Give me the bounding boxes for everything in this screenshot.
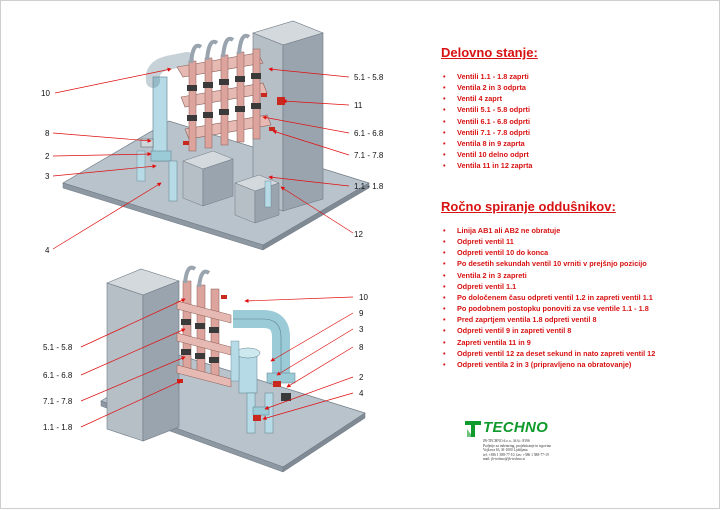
bottom-label-10: 10 xyxy=(359,293,368,302)
list-item: Odpreti ventil 1.1 xyxy=(441,281,655,292)
company-line: tel: +386 1 588-77-10, fax: +386 1 588-7… xyxy=(483,452,549,457)
operating-state-list: Ventili 1.1 - 1.8 zaprti Ventila 2 in 3 … xyxy=(441,71,532,172)
top-label-4: 4 xyxy=(45,246,50,255)
company-logo: TECHNO JB-TECHNO d.o.o., Id.št.: 8396 Po… xyxy=(463,419,583,469)
list-item: Ventila 2 in 3 odprta xyxy=(441,82,532,93)
bottom-label-4: 4 xyxy=(359,389,364,398)
bottom-concrete-pillar xyxy=(106,268,180,442)
list-item: Po podobnem postopku ponoviti za vse ven… xyxy=(441,303,655,314)
top-label-10: 10 xyxy=(41,89,50,98)
bottom-manifold xyxy=(176,265,232,388)
list-item: Ventili 5.1 - 5.8 odprti xyxy=(441,104,532,115)
top-label-11: 11 xyxy=(354,101,363,110)
top-label-6: 6.1 - 6.8 xyxy=(354,129,384,138)
logo-mark-icon xyxy=(465,421,481,437)
list-item: Ventili 1.1 - 1.8 zaprti xyxy=(441,71,532,82)
bottom-callout-labels: 10 9 3 8 2 4 5.1 - 5.8 6.1 - 6.8 7.1 - 7… xyxy=(43,293,368,432)
logo-wordmark: TECHNO xyxy=(483,419,549,436)
company-address: JB-TECHNO d.o.o., Id.št.: 8396 Podjetje … xyxy=(483,439,551,462)
bottom-label-5: 5.1 - 5.8 xyxy=(43,343,73,352)
list-item: Ventili 6.1 - 6.8 odprti xyxy=(441,116,532,127)
list-item: Ventil 10 delno odprt xyxy=(441,149,532,160)
bottom-label-1: 1.1 - 1.8 xyxy=(43,423,73,432)
top-isometric-view: 10 8 2 3 4 5.1 - 5.8 11 6.1 - 6.8 7.1 - … xyxy=(41,20,384,255)
top-callout-labels: 10 8 2 3 4 5.1 - 5.8 11 6.1 - 6.8 7.1 - … xyxy=(41,73,384,255)
list-item: Po desetih sekundah ventil 10 vrniti v p… xyxy=(441,258,655,269)
list-item: Linija AB1 ali AB2 ne obratuje xyxy=(441,225,655,236)
list-item: Ventil 4 zaprt xyxy=(441,93,532,104)
list-item: Odpreti ventil 9 in zapreti ventil 8 xyxy=(441,325,655,336)
bottom-label-8: 8 xyxy=(359,343,364,352)
list-item: Odpreti ventil 10 do konca xyxy=(441,247,655,258)
list-item: Ventili 7.1 - 7.8 odprti xyxy=(441,127,532,138)
company-line: Podjetje za inženiring, projektiranje in… xyxy=(483,443,552,448)
top-label-7: 7.1 - 7.8 xyxy=(354,151,384,160)
bottom-label-6: 6.1 - 6.8 xyxy=(43,371,73,380)
top-label-3: 3 xyxy=(45,172,50,181)
top-label-8: 8 xyxy=(45,129,50,138)
list-item: Po določenem času odpreti ventil 1.2 in … xyxy=(441,292,655,303)
list-item: Odpreti ventil 11 xyxy=(441,236,655,247)
list-item: Ventila 8 in 9 zaprta xyxy=(441,138,532,149)
top-label-1: 1.1 - 1.8 xyxy=(354,182,384,191)
top-label-12: 12 xyxy=(354,230,363,239)
top-manifold xyxy=(176,33,285,152)
manual-flushing-title: Ročno spiranje odduŝnikov: xyxy=(441,199,616,214)
list-item: Pred zaprtjem ventila 1.8 odpreti ventil… xyxy=(441,314,655,325)
top-label-5: 5.1 - 5.8 xyxy=(354,73,384,82)
list-item: Ventila 2 in 3 zapreti xyxy=(441,270,655,281)
bottom-label-7: 7.1 - 7.8 xyxy=(43,397,73,406)
bottom-label-9: 9 xyxy=(359,309,364,318)
company-line: mail: jb-techno@jb-techno.si xyxy=(483,457,526,462)
list-item: Zapreti ventila 11 in 9 xyxy=(441,337,655,348)
bottom-isometric-view: 10 9 3 8 2 4 5.1 - 5.8 6.1 - 6.8 7.1 - 7… xyxy=(43,265,368,473)
bottom-label-3: 3 xyxy=(359,325,364,334)
company-line: Vojkova 63, SI-1000 Ljubljana xyxy=(483,448,528,453)
list-item: Odpreti ventil 12 za deset sekund in nat… xyxy=(441,348,655,359)
top-label-2: 2 xyxy=(45,152,50,161)
company-line: JB-TECHNO d.o.o., Id.št.: 8396 xyxy=(483,439,530,443)
list-item: Odpreti ventila 2 in 3 (pripravljeno na … xyxy=(441,359,655,370)
manual-flushing-list: Linija AB1 ali AB2 ne obratuje Odpreti v… xyxy=(441,225,655,370)
bottom-label-2: 2 xyxy=(359,373,364,382)
operating-state-title: Delovno stanje: xyxy=(441,45,538,60)
list-item: Ventila 11 in 12 zaprta xyxy=(441,160,532,171)
